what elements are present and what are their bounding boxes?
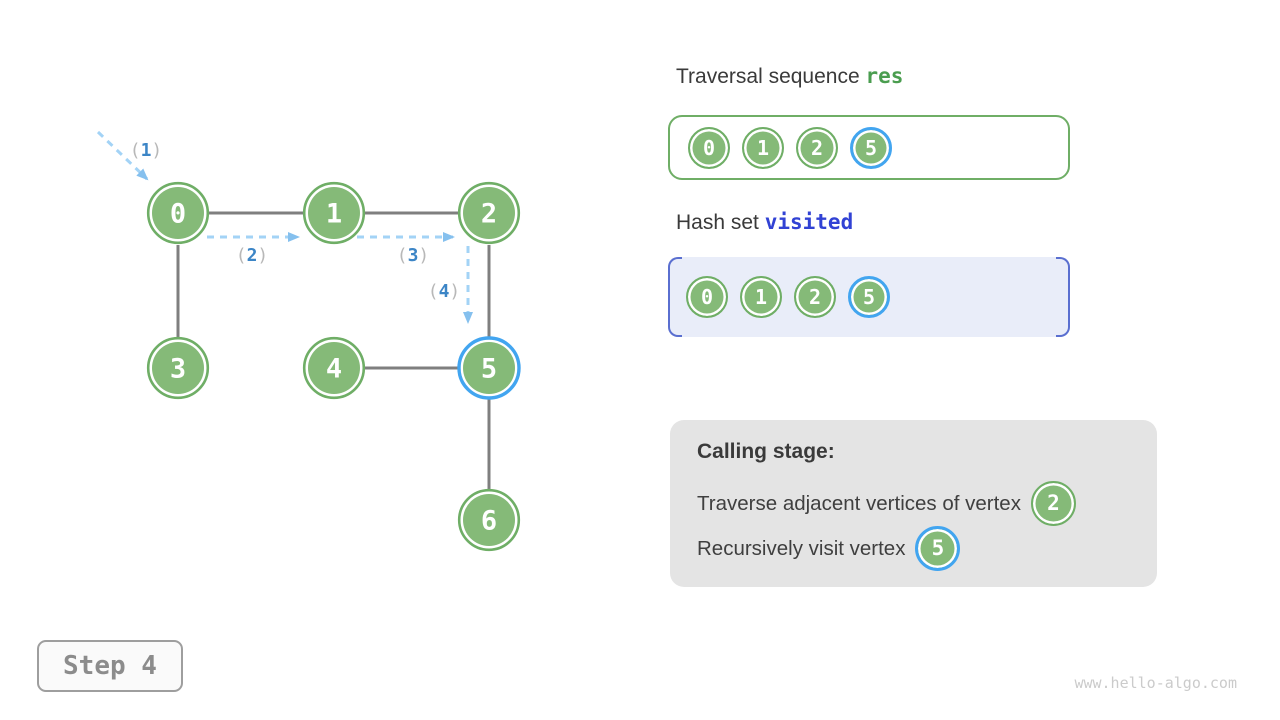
visited-panel-title: Hash set visited xyxy=(676,210,853,235)
calling-stage-panel: Calling stage: Traverse adjacent vertice… xyxy=(670,420,1157,587)
arrow-label-1: (1) xyxy=(130,140,163,161)
visited-item-3: 5 xyxy=(848,276,890,318)
visited-code-label: visited xyxy=(764,210,854,234)
svg-text:3: 3 xyxy=(170,354,186,385)
res-item-0: 0 xyxy=(688,126,730,169)
traversal-arrows xyxy=(96,130,473,324)
calling-line-2-vertex: 5 xyxy=(915,526,961,571)
step-badge: Step 4 xyxy=(37,640,183,692)
traversal-arrow-labels: (1) (2) (3) (4) xyxy=(130,140,461,302)
svg-text:0: 0 xyxy=(170,199,186,230)
svg-text:2: 2 xyxy=(481,199,497,230)
svg-text:6: 6 xyxy=(481,506,497,537)
calling-line-1-text: Traverse adjacent vertices of vertex xyxy=(697,491,1021,515)
graph-node-2: 2 xyxy=(457,181,521,245)
calling-stage-line-1: Traverse adjacent vertices of vertex 2 xyxy=(697,481,1137,526)
calling-stage-heading: Calling stage: xyxy=(697,440,835,463)
res-code-label: res xyxy=(865,64,904,88)
visited-title-text: Hash set xyxy=(676,211,759,234)
res-item-1: 1 xyxy=(742,126,784,169)
svg-text:5: 5 xyxy=(481,354,497,385)
graph-nodes: 0 1 2 3 4 5 6 xyxy=(146,181,521,552)
graph-diagram: (1) (2) (3) (4) 0 1 2 3 4 5 xyxy=(96,130,521,552)
res-item-3: 5 xyxy=(850,126,892,169)
visited-item-2: 2 xyxy=(794,276,836,318)
left-bracket xyxy=(668,257,682,337)
graph-node-5: 5 xyxy=(457,336,521,400)
graph-node-0: 0 xyxy=(146,181,210,245)
arrow-label-3: (3) xyxy=(397,245,430,266)
graph-node-4: 4 xyxy=(302,336,366,400)
calling-line-2-text: Recursively visit vertex xyxy=(697,536,906,560)
graph-node-3: 3 xyxy=(146,336,210,400)
graph-edges xyxy=(176,211,491,490)
calling-line-1-vertex: 2 xyxy=(1030,481,1076,526)
arrow-label-4: (4) xyxy=(428,281,461,302)
graph-node-1: 1 xyxy=(302,181,366,245)
visited-item-1: 1 xyxy=(740,276,782,318)
watermark: www.hello-algo.com xyxy=(1074,674,1237,692)
right-bracket xyxy=(1056,257,1070,337)
traversal-arrow-1 xyxy=(96,130,149,181)
calling-stage-line-2: Recursively visit vertex 5 xyxy=(697,526,1137,571)
traversal-sequence-box: 0 1 2 5 xyxy=(668,115,1070,180)
hash-set-box: 0 1 2 5 xyxy=(668,257,1070,337)
svg-text:1: 1 xyxy=(326,199,342,230)
visited-item-0: 0 xyxy=(686,276,728,318)
res-title-text: Traversal sequence xyxy=(676,65,860,88)
svg-text:4: 4 xyxy=(326,354,342,385)
arrow-label-2: (2) xyxy=(236,245,269,266)
res-item-2: 2 xyxy=(796,126,838,169)
res-panel-title: Traversal sequence res xyxy=(676,64,903,89)
graph-node-6: 6 xyxy=(457,488,521,552)
